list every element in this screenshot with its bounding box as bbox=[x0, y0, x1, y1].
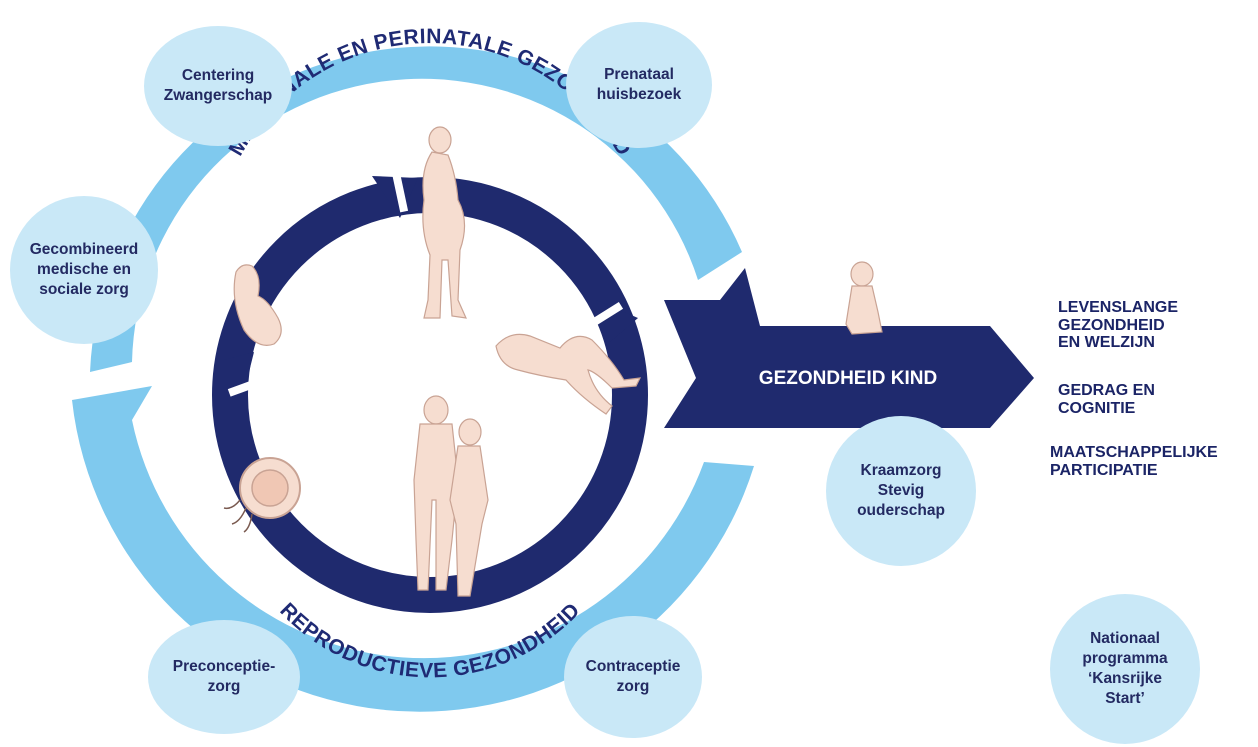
egg-cell-figure bbox=[223, 457, 301, 533]
bubble-preconceptie-text: Preconceptie- zorg bbox=[172, 658, 276, 695]
bubble-preconceptiezorg: Preconceptie- zorg bbox=[148, 620, 300, 734]
cycle-gap-right bbox=[584, 302, 624, 330]
bubble-prenataal-huisbezoek: Prenataal huisbezoek bbox=[566, 22, 712, 148]
outcome-maatschappelijke-participatie: MAATSCHAPPELIJKE PARTICIPATIE bbox=[1050, 444, 1218, 479]
bubble-nationaal-programma: Nationaal programma ‘Kansrijke Start’ bbox=[1050, 594, 1200, 744]
embryo-figure bbox=[233, 264, 282, 346]
bubble-gecombineerd-zorg: Gecombineerd medische en sociale zorg bbox=[10, 196, 158, 344]
bubble-nationaal-text: Nationaal programma ‘Kansrijke Start’ bbox=[1082, 630, 1168, 707]
cycle-arrowhead-left bbox=[224, 352, 254, 392]
bubble-centering-zwangerschap: Centering Zwangerschap bbox=[144, 26, 292, 146]
birthing-woman-figure bbox=[495, 333, 642, 415]
bubble-centering-text: Centering Zwangerschap bbox=[163, 67, 273, 104]
couple-figure bbox=[413, 395, 489, 597]
arrow-shape bbox=[664, 268, 1034, 428]
bubble-kraamzorg: Kraamzorg Stevig ouderschap bbox=[826, 416, 976, 566]
bubble-prenataal-text: Prenataal huisbezoek bbox=[596, 66, 682, 103]
outcome-gedrag-cognitie: GEDRAG EN COGNITIE bbox=[1058, 382, 1155, 417]
bubble-contraceptie-text: Contraceptie zorg bbox=[585, 658, 681, 695]
cycle-gap-top bbox=[391, 171, 409, 213]
cycle-gap-left bbox=[227, 375, 269, 397]
child-health-arrow: GEZONDHEID KIND bbox=[664, 268, 1034, 428]
cycle-arrowhead-top bbox=[372, 176, 418, 218]
bubble-kraamzorg-text: Kraamzorg Stevig ouderschap bbox=[857, 462, 945, 519]
bubble-gecombineerd-text: Gecombineerd medische en sociale zorg bbox=[29, 241, 139, 298]
baby-figure bbox=[845, 261, 883, 335]
bubble-contraceptiezorg: Contraceptie zorg bbox=[564, 616, 702, 738]
pregnant-woman-figure bbox=[422, 126, 467, 319]
arrow-label: GEZONDHEID KIND bbox=[759, 368, 937, 389]
outcome-levenslange-gezondheid: LEVENSLANGE GEZONDHEID EN WELZIJN bbox=[1058, 299, 1179, 352]
